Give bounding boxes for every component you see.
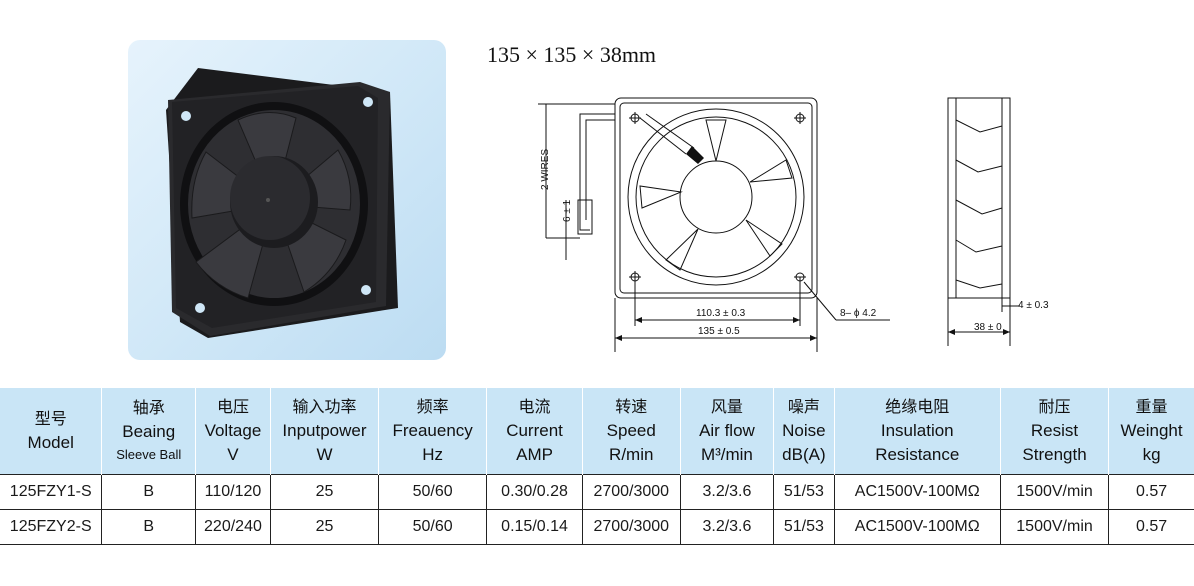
cell-weight: 0.57 [1108,474,1194,510]
table-row: 125FZY2-S B 220/240 25 50/60 0.15/0.14 2… [0,509,1194,545]
cell-frequency: 50/60 [378,474,487,510]
cell-current: 0.30/0.28 [486,474,583,510]
cell-weight: 0.57 [1108,509,1194,545]
cell-bearing: B [101,474,196,510]
cell-voltage: 220/240 [195,509,271,545]
cell-airflow: 3.2/3.6 [679,509,774,545]
fan-photo [128,40,446,360]
cell-insulation: AC1500V-100MΩ [833,474,1001,510]
cell-resist: 1500V/min [999,509,1109,545]
cell-voltage: 110/120 [195,474,271,510]
cell-bearing: B [101,509,196,545]
cell-noise: 51/53 [773,509,835,545]
cell-inputpower: 25 [269,509,379,545]
table-row: 125FZY1-S B 110/120 25 50/60 0.30/0.28 2… [0,474,1194,510]
dimension-title: 135 × 135 × 38mm [487,42,657,67]
cell-speed: 2700/3000 [581,474,681,510]
wires-label: 2 WIRES [540,149,551,190]
overall-width-dimension: 135 ± 0.5 [698,326,740,337]
fan-photo-illustration [166,68,398,338]
cell-resist: 1500V/min [999,474,1109,510]
hole-spacing-dimension: 110.3 ± 0.3 [696,308,746,319]
flange-dimension: 4 ± 0.3 [1018,300,1049,311]
side-view-drawing: 4 ± 0.3 38 ± 0 [947,97,1049,346]
cell-current: 0.15/0.14 [486,509,583,545]
cell-noise: 51/53 [773,474,835,510]
cell-speed: 2700/3000 [581,509,681,545]
holes-dimension: 8– ϕ 4.2 [840,308,877,319]
wire-strip-dimension: 6 ± 1 [562,199,573,222]
front-view-drawing: 2 WIRES 6 ± 1 110.3 ± 0.3 135 ± 0.5 8– ϕ… [538,97,890,352]
cell-inputpower: 25 [269,474,379,510]
cell-frequency: 50/60 [378,509,487,545]
cell-airflow: 3.2/3.6 [679,474,774,510]
cell-model: 125FZY1-S [0,474,102,510]
cell-model: 125FZY2-S [0,509,102,545]
cell-insulation: AC1500V-100MΩ [833,509,1001,545]
depth-dimension: 38 ± 0 [974,322,1002,333]
